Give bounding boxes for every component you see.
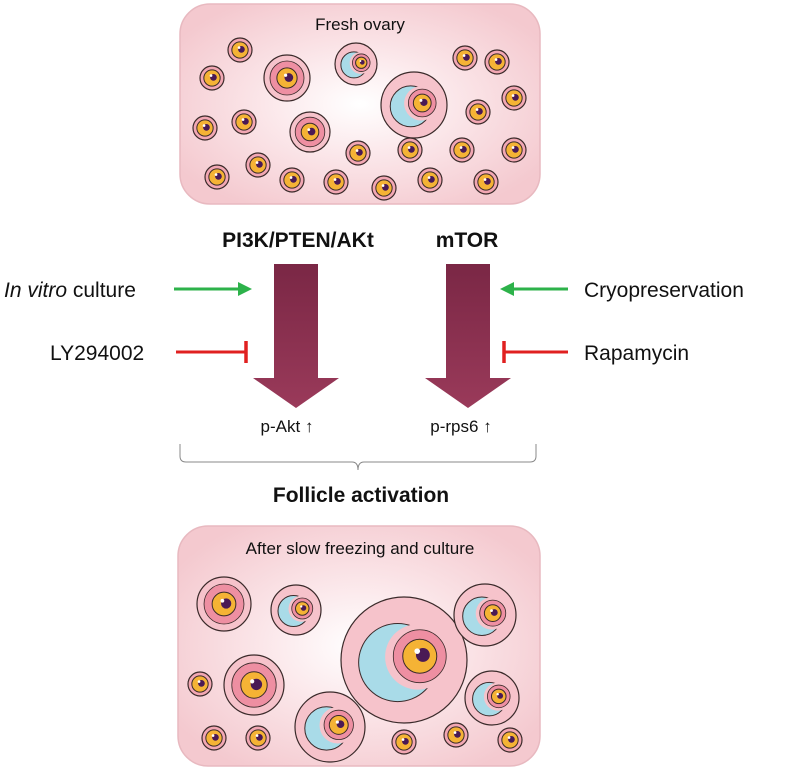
- ovarian-follicle-icon: [196, 576, 252, 632]
- cryopreservation-label: Cryopreservation: [584, 279, 744, 302]
- ovarian-follicle-icon: [380, 71, 448, 139]
- ovarian-follicle-icon: [334, 42, 378, 86]
- ovarian-follicle-icon: [223, 654, 285, 716]
- ovarian-follicle-icon: [417, 167, 443, 193]
- p-rps6-readout: p-rps6 ↑: [430, 417, 491, 436]
- ovarian-follicle-icon: [443, 722, 469, 748]
- green-arrow-icon: [500, 282, 568, 296]
- ovarian-follicle-icon: [371, 175, 397, 201]
- ovarian-follicle-icon: [199, 65, 225, 91]
- ovarian-follicle-icon: [345, 140, 371, 166]
- ovarian-follicle-icon: [340, 596, 468, 724]
- top-panel: Fresh ovary: [179, 3, 541, 205]
- follicle-activation-label: Follicle activation: [273, 484, 449, 507]
- ovarian-follicle-icon: [497, 727, 523, 753]
- right-pathway-arrow: [425, 264, 511, 408]
- ovarian-follicle-icon: [484, 49, 510, 75]
- ovarian-follicle-icon: [397, 137, 423, 163]
- ovarian-follicle-icon: [501, 137, 527, 163]
- ovarian-follicle-icon: [473, 169, 499, 195]
- pathway-right-title: mTOR: [436, 229, 499, 252]
- ovarian-follicle-icon: [270, 584, 322, 636]
- in-vitro-rest: culture: [67, 279, 136, 302]
- ovarian-follicle-icon: [501, 85, 527, 111]
- bottom-panel: After slow freezing and culture: [177, 525, 541, 767]
- ovarian-follicle-icon: [464, 670, 520, 726]
- left-pathway-arrow: [253, 264, 339, 408]
- ovarian-follicle-icon: [391, 729, 417, 755]
- ovarian-follicle-icon: [294, 691, 366, 763]
- ly294002-label: LY294002: [50, 342, 144, 365]
- rapamycin-label: Rapamycin: [584, 342, 689, 365]
- ovarian-follicle-icon: [231, 109, 257, 135]
- ovarian-follicle-icon: [192, 115, 218, 141]
- bottom-panel-title: After slow freezing and culture: [246, 539, 475, 558]
- top-follicles: [192, 37, 527, 201]
- in-vitro-culture-label: In vitro culture: [4, 279, 136, 302]
- pathway-left-title: PI3K/PTEN/AKt: [222, 229, 374, 252]
- ovarian-follicle-icon: [263, 54, 311, 102]
- green-arrow-icon: [174, 282, 252, 296]
- ovarian-follicle-icon: [323, 169, 349, 195]
- ovarian-follicle-icon: [289, 111, 331, 153]
- ovarian-follicle-icon: [204, 164, 230, 190]
- ovarian-follicle-icon: [201, 725, 227, 751]
- ovarian-follicle-icon: [187, 671, 213, 697]
- ovarian-follicle-icon: [452, 45, 478, 71]
- ovarian-follicle-icon: [245, 152, 271, 178]
- ovarian-follicle-icon: [453, 583, 517, 647]
- top-panel-title: Fresh ovary: [315, 15, 405, 34]
- bottom-follicles: [187, 576, 523, 763]
- ovarian-follicle-icon: [449, 137, 475, 163]
- red-inhibition-icon: [502, 341, 568, 363]
- ovarian-follicle-icon: [227, 37, 253, 63]
- ovarian-follicle-icon: [245, 725, 271, 751]
- red-inhibition-icon: [176, 341, 248, 363]
- grouping-brace: [179, 444, 537, 471]
- p-akt-readout: p-Akt ↑: [261, 417, 314, 436]
- in-vitro-italic: In vitro: [4, 279, 67, 302]
- ovarian-follicle-icon: [279, 167, 305, 193]
- ovarian-follicle-icon: [465, 99, 491, 125]
